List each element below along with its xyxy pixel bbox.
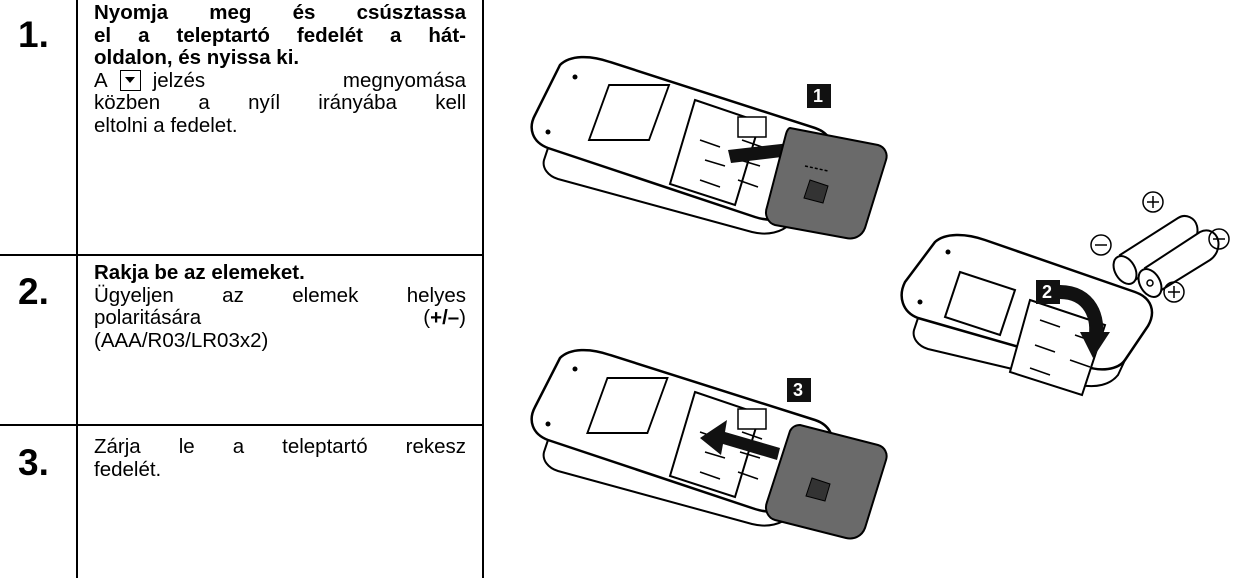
step-2-polarity: (+/–) <box>423 306 466 329</box>
figure-label-3: 3 <box>793 380 803 400</box>
table-border-right <box>482 0 484 578</box>
step-3-text-line-1: Zárja le a teleptartó rekesz <box>94 435 466 458</box>
step-1-text-after-icon: jelzés megnyomása <box>152 68 466 92</box>
plus-symbol-top-icon <box>1142 191 1164 213</box>
figure-label-3-box <box>787 378 811 402</box>
figure-label-1-box <box>807 84 831 108</box>
step-3-number: 3. <box>18 442 49 483</box>
down-triangle-mark-icon <box>119 70 141 92</box>
step-2-polarity-line: polaritására (+/–) <box>94 306 466 330</box>
figure-label-2: 2 <box>1042 282 1052 302</box>
step-1-title-line-1: Nyomja meg és csúsztassa <box>94 1 466 24</box>
row-divider-1 <box>0 254 484 256</box>
step-3-content: Zárja le a teleptartó rekesz fedelét. <box>94 435 466 481</box>
step-1-text-line-1: közben a nyíl irányába kell <box>94 91 466 114</box>
polarity-sign: +/– <box>430 306 460 329</box>
step-2-content: Rakja be az elemeket. Ügyeljen az elemek… <box>94 261 466 352</box>
plus-symbol-bottom-icon <box>1163 281 1185 303</box>
step-2-text-line-1: Ügyeljen az elemek helyes <box>94 283 466 307</box>
battery-installation-illustration: 1 2 <box>530 55 1230 540</box>
step-1-content: Nyomja meg és csúsztassa el a teleptartó… <box>94 1 466 137</box>
step-1-text-line-2: eltolni a fedelet. <box>94 113 238 137</box>
step-2-text-line-2: polaritására <box>94 306 202 329</box>
step-2-number: 2. <box>18 271 49 312</box>
step-2-title: Rakja be az elemeket. <box>94 261 305 284</box>
figure-label-1: 1 <box>813 86 823 106</box>
step-1-number: 1. <box>18 14 49 55</box>
remote-open-cover <box>530 55 888 240</box>
figure-label-2-box <box>1036 280 1060 304</box>
step-2-battery-spec: (AAA/R03/LR03x2) <box>94 328 269 352</box>
minus-symbol-left-icon <box>1090 234 1112 256</box>
table-border-left <box>76 0 78 578</box>
step-1-title-line-3: oldalon, és nyissa ki. <box>94 46 300 69</box>
step-1-title-line-2: el a teleptartó fedelét a hát- <box>94 23 466 47</box>
step-1-text-before-icon: A <box>94 68 108 92</box>
remote-insert-batteries <box>900 215 1220 397</box>
row-divider-2 <box>0 424 484 426</box>
step-1-mark-line: A jelzés megnyomása <box>94 68 466 93</box>
minus-symbol-right-icon <box>1208 228 1230 250</box>
step-3-text-line-2: fedelét. <box>94 457 162 481</box>
polarity-symbols <box>1090 191 1230 303</box>
remote-close-cover <box>530 348 888 540</box>
